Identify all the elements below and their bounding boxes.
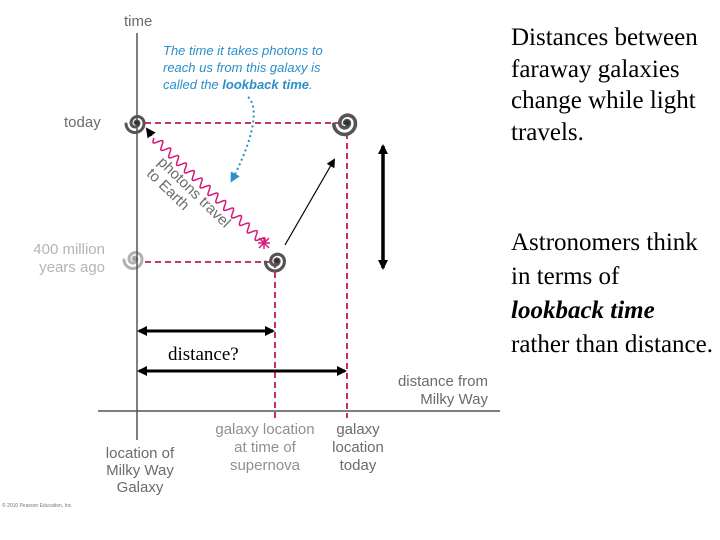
right-text-bottom: Astronomers think in terms of lookback t…: [511, 226, 716, 362]
lookback-note: The time it takes photons to reach us fr…: [163, 42, 338, 93]
right-text-top: Distances between faraway galaxies chang…: [511, 22, 716, 148]
supernova-location-line3: supernova: [205, 457, 325, 475]
supernova-location-line2: at time of: [205, 439, 325, 457]
milky-way-line2: Milky Way: [96, 462, 184, 479]
lookback-note-bold: lookback time: [222, 77, 309, 92]
past-time-label-line2: years ago: [25, 259, 105, 277]
distance-axis-label-line2: Milky Way: [396, 391, 488, 409]
lookback-note-arrow: [232, 97, 254, 180]
past-time-label-line1: 400 million: [25, 241, 105, 259]
distant-galaxy-today-icon: [334, 115, 356, 134]
right-text-bottom-tail: rather than distance.: [511, 331, 713, 358]
past-time-label: 400 million years ago: [25, 241, 105, 277]
today-location-line3: today: [322, 457, 394, 475]
supernova-location-line1: galaxy location: [205, 421, 325, 439]
photon-arrow-head: [147, 129, 152, 136]
right-text-bottom-emphasis: lookback time: [511, 297, 655, 324]
today-location-label: galaxy location today: [322, 421, 394, 475]
milky-way-galaxy-today-icon: [126, 117, 144, 133]
right-text-bottom-lead: Astronomers think in terms of: [511, 229, 698, 290]
supernova-location-label: galaxy location at time of supernova: [205, 421, 325, 475]
photon-label: photons travelto Earth: [143, 154, 234, 243]
distance-question-label: distance?: [168, 344, 239, 366]
today-label: today: [64, 114, 101, 132]
expansion-arrow: [285, 160, 334, 245]
copyright-notice: © 2010 Pearson Education, Inc.: [2, 503, 73, 509]
milky-way-location-label: location of Milky Way Galaxy: [96, 445, 184, 496]
today-location-line1: galaxy: [322, 421, 394, 439]
distance-axis-label: distance from Milky Way: [396, 373, 488, 409]
milky-way-line1: location of: [96, 445, 184, 462]
milky-way-galaxy-past-icon: [124, 253, 142, 269]
milky-way-line3: Galaxy: [96, 479, 184, 496]
time-axis-label: time: [124, 13, 152, 31]
distance-axis-label-line1: distance from: [396, 373, 488, 391]
today-location-line2: location: [322, 439, 394, 457]
